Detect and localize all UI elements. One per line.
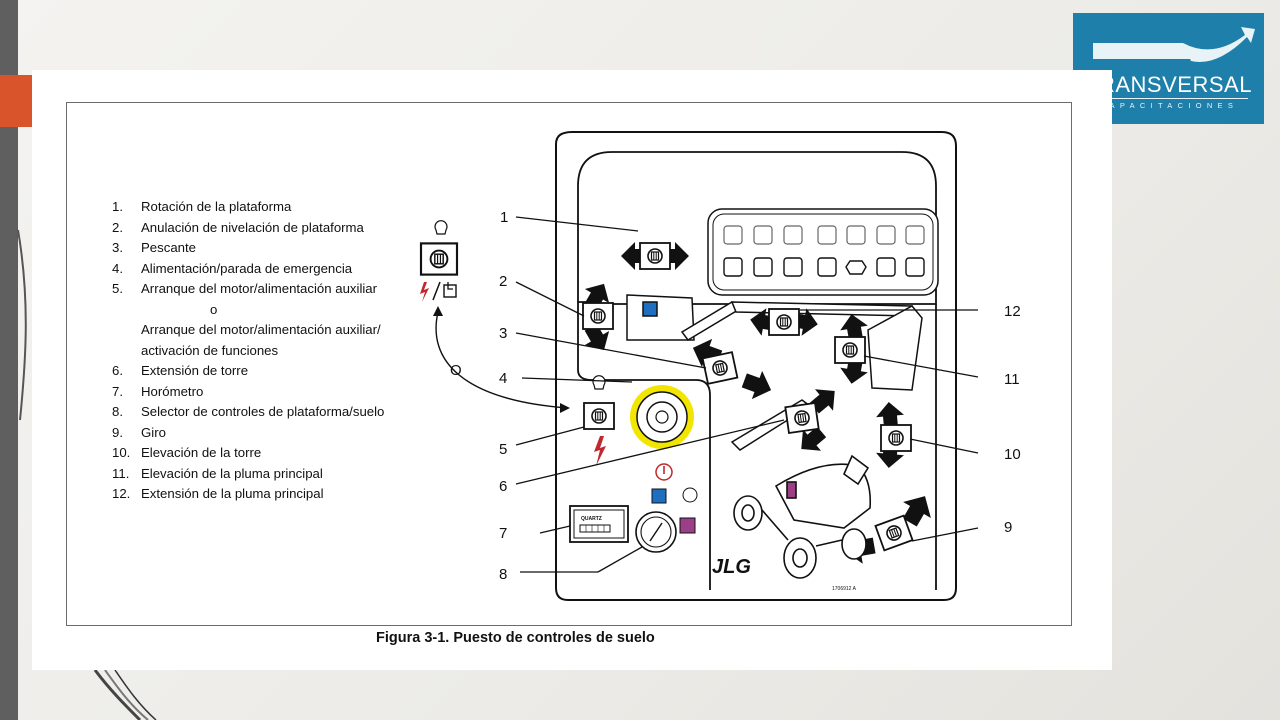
figure-frame (66, 102, 1072, 626)
function-icon (443, 284, 457, 298)
legend-text: Pescante (141, 240, 196, 255)
legend-item: 2. Anulación de nivelación de plataforma (112, 218, 384, 239)
callout-1: 1 (500, 209, 508, 226)
platform-ground-selector-key[interactable] (635, 511, 677, 553)
legend-number: 5. (112, 281, 123, 296)
callout-11: 11 (1004, 371, 1020, 388)
legend-item: 9. Giro (112, 423, 384, 444)
lightning-icon (594, 436, 606, 466)
callout-3: 3 (499, 325, 507, 342)
callout-2: 2 (499, 273, 507, 290)
legend-number: 8. (112, 404, 123, 419)
legend-item: 7. Horómetro (112, 382, 384, 403)
legend-number: 1. (112, 199, 123, 214)
legend-number: 4. (112, 260, 123, 276)
legend-item: Arranque del motor/alimentación auxiliar… (112, 320, 384, 341)
legend-list: 1. Rotación de la plataforma 2. Anulación … (112, 197, 384, 505)
leader-lines (515, 216, 979, 573)
platform-rotate-toggle[interactable] (621, 242, 689, 270)
legend-item: o (112, 300, 384, 321)
slide-left-bar (0, 0, 18, 720)
legend-number: 6. (112, 363, 123, 378)
legend-text: Arranque del motor/alimentación auxiliar (141, 281, 378, 296)
legend-number: 12. (112, 486, 131, 501)
callout-8: 8 (499, 566, 507, 583)
legend-item: 5. Arranque del motor/alimentación auxili… (112, 279, 384, 300)
legend-number: 2. (112, 219, 123, 235)
decorative-curves (17, 229, 157, 720)
alternative-switch-detail (419, 220, 459, 302)
callout-6: 6 (499, 478, 507, 495)
legend-text: Arranque del motor/alimentación auxiliar… (141, 322, 381, 337)
figure-panel: 1. Rotación de la plataforma 2. Anulación … (32, 70, 1112, 670)
indicator-light-panel (707, 208, 939, 296)
or-label: O (450, 362, 462, 379)
machine-graphic (733, 454, 872, 579)
legend-item: 4. Alimentación/parada de emergencia (112, 259, 384, 280)
legend-item: 10. Elevación de la torre (112, 443, 384, 464)
legend-text: Rotación de la plataforma (141, 199, 292, 214)
platform-select-light (651, 488, 667, 504)
callout-10: 10 (1004, 446, 1021, 463)
legend-item: 6. Extensión de torre (112, 361, 384, 382)
logo-subtitle: CAPACITACIONES (1098, 101, 1239, 110)
logo-divider (1091, 98, 1248, 99)
key-icon (592, 375, 606, 390)
legend-item: 3. Pescante (112, 238, 384, 259)
hourmeter-brand: QUARTZ (581, 516, 602, 522)
callout-7: 7 (499, 525, 507, 542)
legend-number: 10. (112, 445, 131, 460)
hourmeter: QUARTZ (569, 505, 629, 543)
control-panel-diagram: QUARTZ JLG 1706912 A 1 2 (419, 131, 1021, 601)
legend-item: activación de funciones (112, 341, 384, 362)
callout-9: 9 (1004, 519, 1012, 536)
ground-select-light (682, 487, 698, 503)
legend-number: 11. (112, 465, 130, 481)
lightning-icon (420, 282, 429, 302)
legend-number: 7. (112, 383, 123, 399)
legend-text: o (210, 301, 218, 317)
power-indicator (655, 463, 673, 481)
figure-caption: Figura 3-1. Puesto de controles de suelo (376, 630, 655, 646)
legend-text: Elevación de la pluma principal (141, 465, 323, 481)
legend-number: 9. (112, 424, 123, 440)
callout-5: 5 (499, 441, 507, 458)
legend-text: Extensión de torre (141, 363, 249, 378)
emergency-stop-button[interactable] (630, 385, 694, 449)
legend-text: Horómetro (141, 383, 204, 399)
legend-text: Anulación de nivelación de plataforma (141, 219, 364, 235)
brand-logo-text: JLG (712, 556, 751, 578)
slide-accent-block (0, 75, 32, 127)
legend-text: Selector de controles de plataforma/suel… (141, 404, 385, 419)
legend-item: 8. Selector de controles de plataforma/su… (112, 402, 384, 423)
key-icon (434, 220, 448, 235)
or-connector-arrow (435, 311, 569, 409)
legend-item: 11. Elevación de la pluma principal (112, 464, 384, 485)
callout-4: 4 (499, 370, 507, 387)
legend-text: activación de funciones (141, 342, 279, 358)
part-number: 1706912 A (832, 586, 857, 592)
legend-text: Alimentación/parada de emergencia (141, 260, 353, 276)
legend-number: 3. (112, 240, 123, 255)
legend-text: Elevación de la torre (141, 445, 262, 460)
legend-text: Extensión de la pluma principal (141, 486, 324, 501)
legend-item: 12. Extensión de la pluma principal (112, 484, 384, 505)
function-enable-button[interactable] (679, 517, 696, 534)
legend-text: Giro (141, 424, 166, 440)
logo-arrow-icon (1093, 27, 1255, 62)
logo-title: TRANSVERSAL (1085, 72, 1252, 97)
legend-item: 1. Rotación de la plataforma (112, 197, 384, 218)
callout-12: 12 (1004, 303, 1021, 320)
